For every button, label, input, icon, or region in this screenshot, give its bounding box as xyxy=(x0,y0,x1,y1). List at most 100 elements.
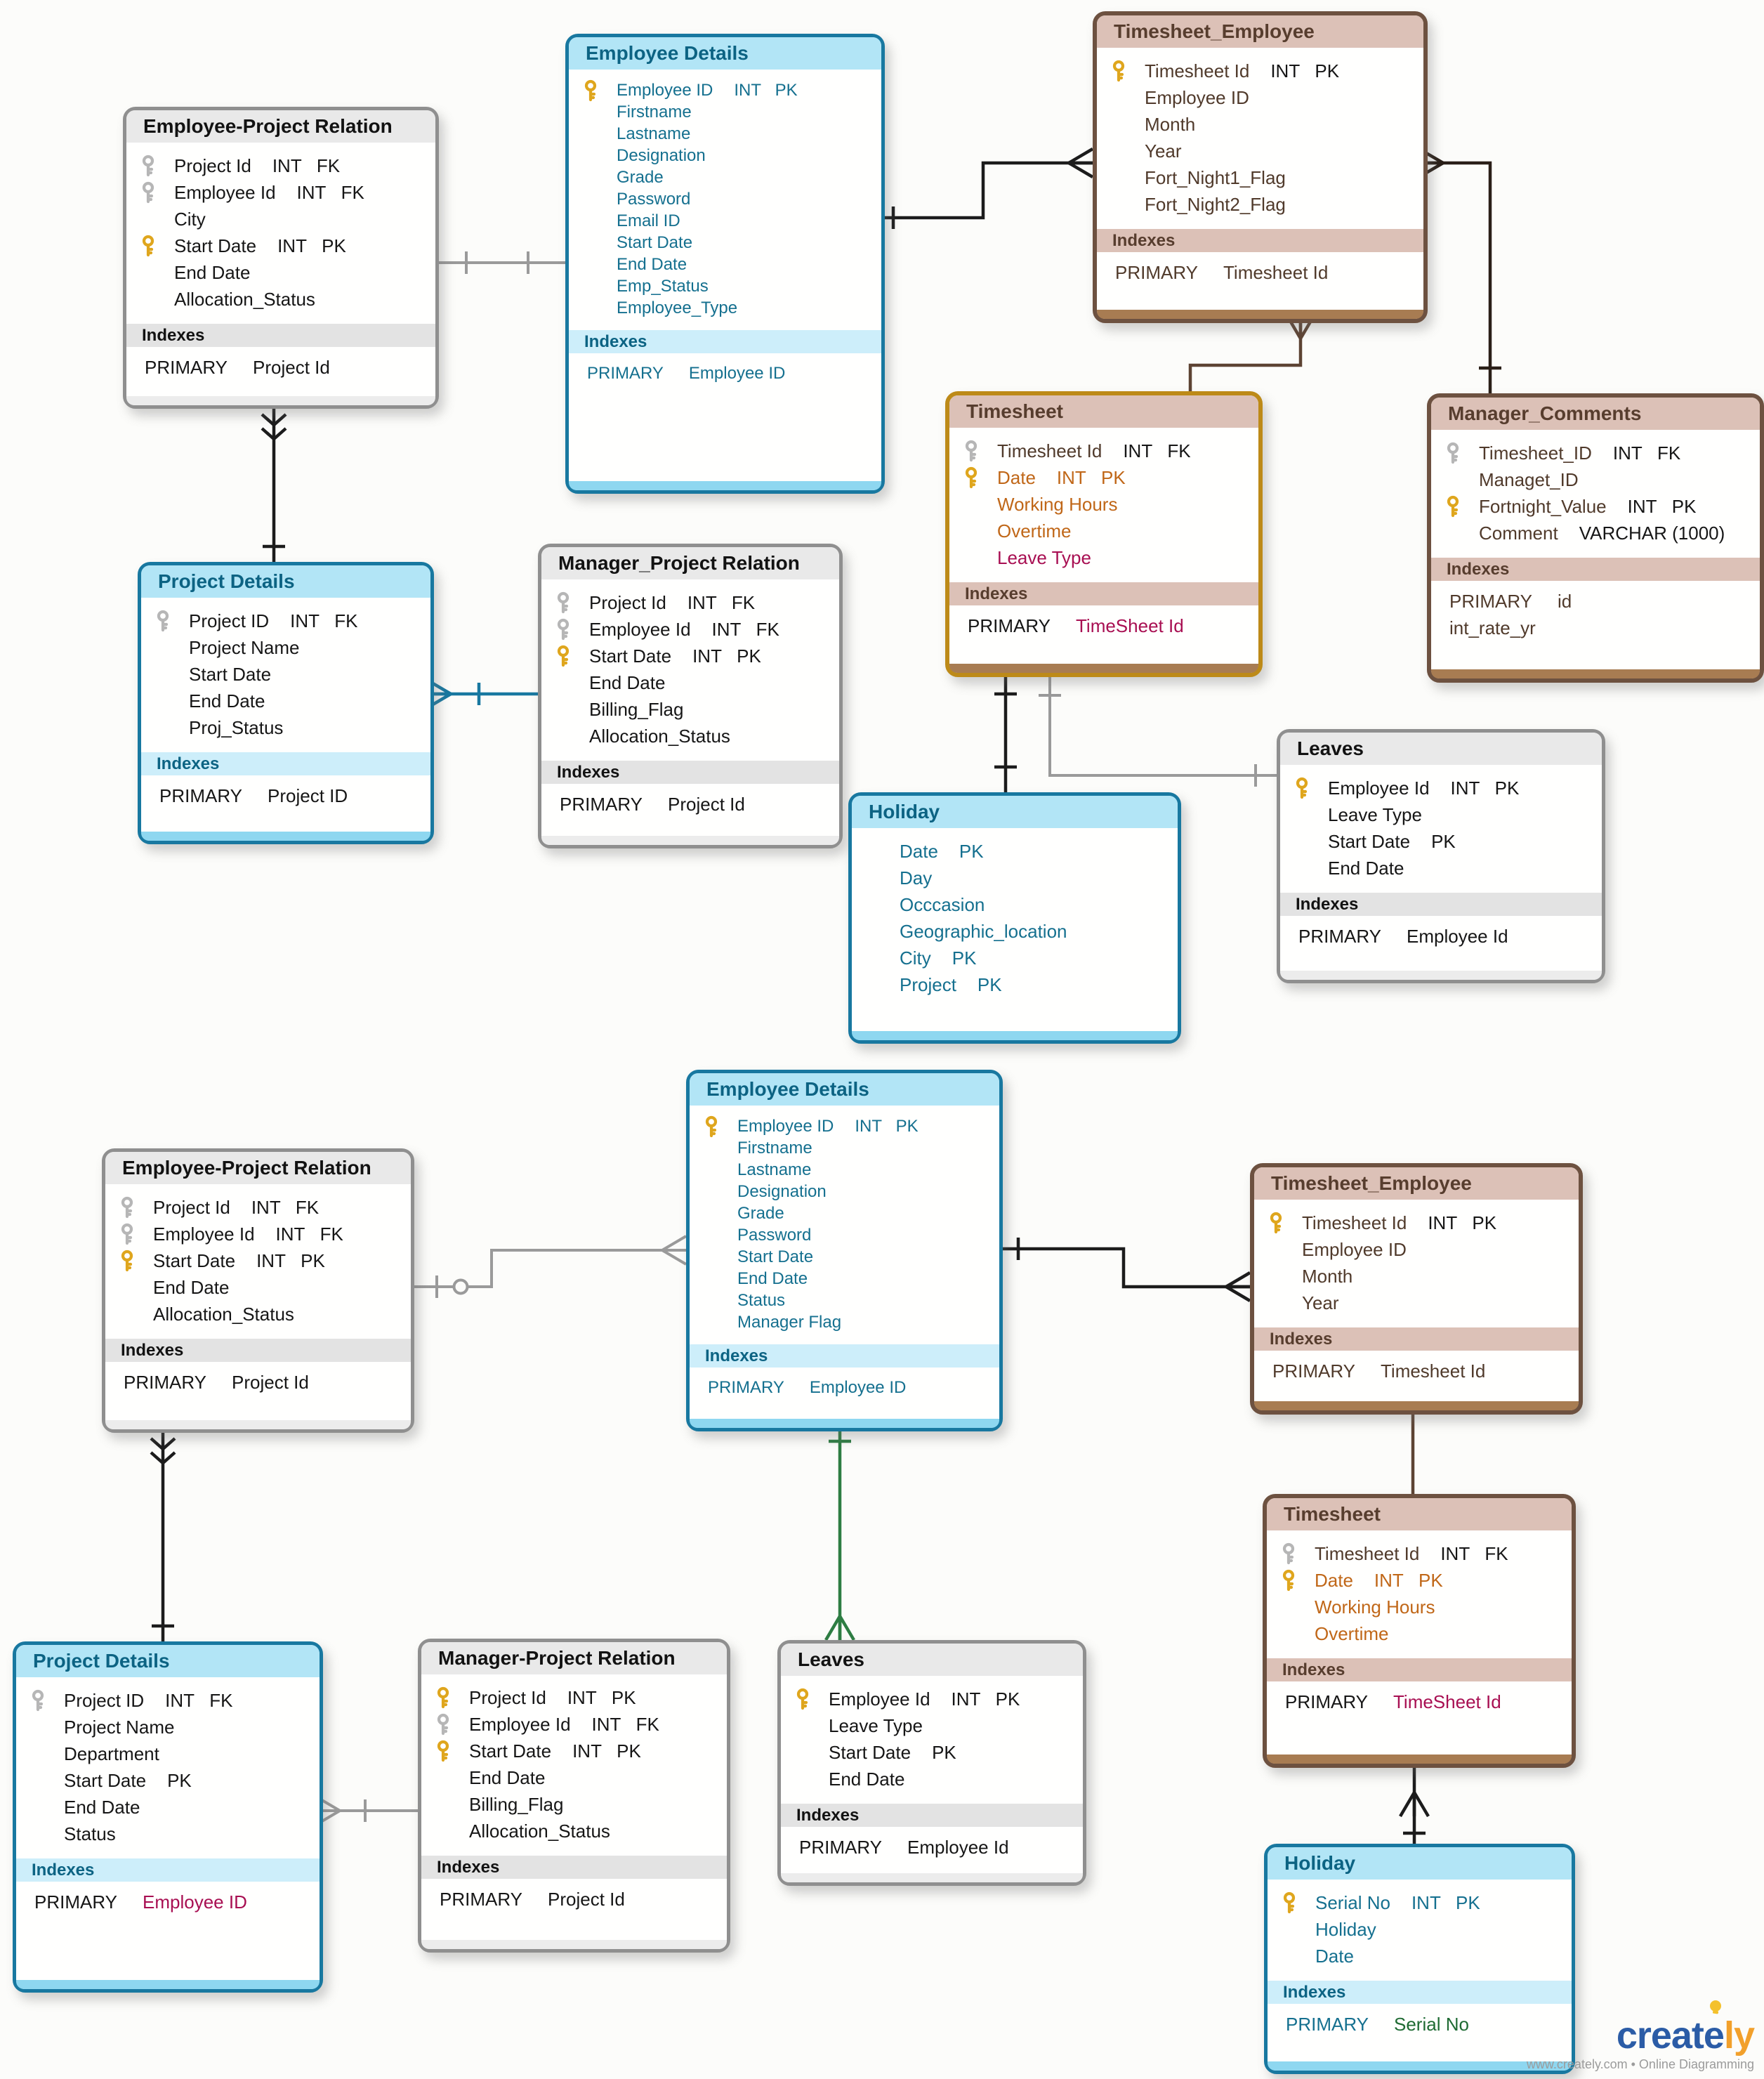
index-name: PRIMARY xyxy=(159,785,242,806)
field-name: Project Name xyxy=(64,1716,175,1738)
primary-key-icon xyxy=(435,1686,469,1709)
table-footer-strip xyxy=(16,1980,320,1989)
field-row: End Date xyxy=(795,1766,1083,1792)
key-glyph xyxy=(1270,1212,1282,1234)
field-name: Allocation_Status xyxy=(589,725,730,747)
table-header: Project Details xyxy=(16,1645,320,1677)
field-name: Firstname xyxy=(737,1138,812,1157)
field-row: Holiday xyxy=(1282,1916,1572,1943)
index-column: Project ID xyxy=(268,785,348,806)
field-row: Employee ID xyxy=(1111,84,1423,111)
key-glyph xyxy=(1282,1542,1295,1565)
table-footer-strip xyxy=(105,1420,411,1429)
table-title: Employee Details xyxy=(706,1078,869,1100)
key-glyph xyxy=(437,1740,449,1762)
field-name: Emp_Status xyxy=(617,276,709,296)
field-name: Leave Type xyxy=(829,1714,923,1736)
field-name: Overtime xyxy=(997,520,1072,542)
field-name: End Date xyxy=(829,1768,905,1790)
table-title: Leaves xyxy=(798,1648,864,1670)
relationship-connector-epr-to-empdetails-bottom[interactable] xyxy=(407,1235,687,1298)
field-name: Timesheet_ID xyxy=(1479,442,1592,464)
index-column: Serial No xyxy=(1394,2013,1469,2035)
relationship-connector-timesheet-to-holiday-top[interactable] xyxy=(994,669,1017,792)
index-column: Employee Id xyxy=(1407,925,1508,947)
field-type: INT PK xyxy=(692,645,761,667)
key-glyph xyxy=(121,1250,133,1272)
key-glyph xyxy=(705,1115,718,1137)
index-name: PRIMARY xyxy=(145,356,228,378)
field-name: Project xyxy=(900,973,956,995)
field-name: Project Name xyxy=(189,636,300,658)
relationship-connector-epr-to-projdetails-bottom[interactable] xyxy=(150,1426,176,1641)
field-name: Allocation_Status xyxy=(153,1303,294,1325)
table-title: Timesheet_Employee xyxy=(1271,1172,1472,1194)
table-footer-strip xyxy=(1268,2061,1572,2071)
relationship-connector-empdetails-to-tsemp-bottom[interactable] xyxy=(996,1238,1251,1302)
relationship-connector-timesheet-to-leaves-top[interactable] xyxy=(1039,669,1277,787)
field-row: Employee_Type xyxy=(583,297,881,319)
indexes-section-label: Indexes xyxy=(965,584,1028,603)
table-header: Timesheet_Employee xyxy=(1254,1167,1579,1200)
relationship-connector-empdetails-to-tsemp-top[interactable] xyxy=(878,147,1094,229)
field-row: End Date xyxy=(1294,855,1602,881)
field-name: Employee Id xyxy=(589,618,691,640)
index-column: Project Id xyxy=(253,356,330,378)
field-type: INT PK xyxy=(567,1686,636,1708)
index-name: PRIMARY xyxy=(1298,925,1381,947)
indexes-section-label: Indexes xyxy=(796,1805,860,1825)
foreign-key-icon xyxy=(30,1689,64,1712)
field-row: Project Name xyxy=(155,634,430,661)
relationship-connector-empdetails-to-leaves-bottom[interactable] xyxy=(824,1424,855,1641)
relationship-connector-epr-to-projdetails-top[interactable] xyxy=(261,402,287,562)
field-name: Geographic_location xyxy=(900,920,1067,942)
foreign-key-icon xyxy=(119,1223,153,1245)
primary-key-icon xyxy=(1445,495,1479,518)
index-name: PRIMARY xyxy=(1449,590,1532,612)
field-row: Password xyxy=(704,1224,999,1246)
field-row: Allocation_Status xyxy=(140,286,435,313)
indexes-section: Indexes xyxy=(1267,1658,1572,1681)
field-name: Timesheet Id xyxy=(1315,1542,1420,1564)
field-row: Designation xyxy=(704,1181,999,1202)
indexes-section-label: Indexes xyxy=(1112,230,1176,250)
relationship-connector-epr-to-empdetails-top[interactable] xyxy=(433,251,565,274)
field-type: INT PK xyxy=(256,1250,325,1271)
field-name: Manager Flag xyxy=(737,1312,842,1332)
primary-key-icon xyxy=(435,1740,469,1762)
relationship-connector-timesheet-to-holiday-bottom[interactable] xyxy=(1399,1759,1430,1844)
field-row: Lastname xyxy=(583,123,881,145)
index-rows: PRIMARY Employee Id xyxy=(1280,916,1602,950)
table-header: Manager_Comments xyxy=(1431,398,1760,430)
field-name: Employee_Type xyxy=(617,298,738,317)
